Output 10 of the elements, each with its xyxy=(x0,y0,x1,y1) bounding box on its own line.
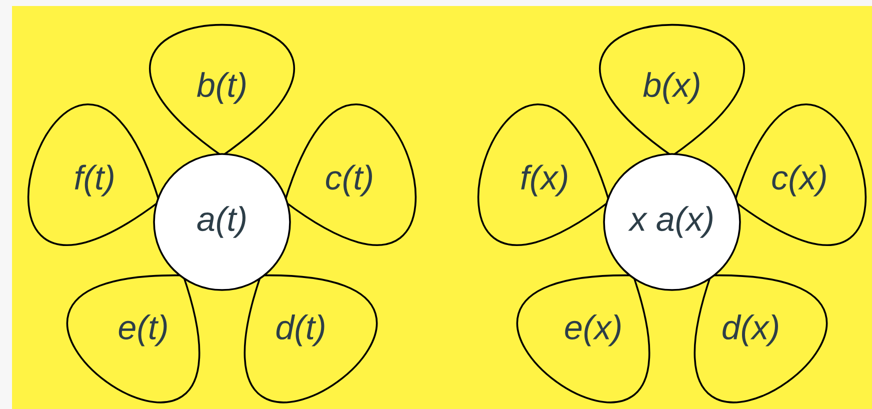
petal: c(t) xyxy=(284,103,416,246)
petal: e(x) xyxy=(518,274,649,403)
petal: b(t) xyxy=(150,24,294,157)
petal: e(t) xyxy=(68,274,199,403)
petal: b(x) xyxy=(600,24,744,157)
petal: d(t) xyxy=(245,274,376,403)
petal: d(x) xyxy=(695,274,826,403)
petal: f(t) xyxy=(28,103,160,246)
petal: f(x) xyxy=(478,103,610,246)
petal: c(x) xyxy=(734,104,866,246)
